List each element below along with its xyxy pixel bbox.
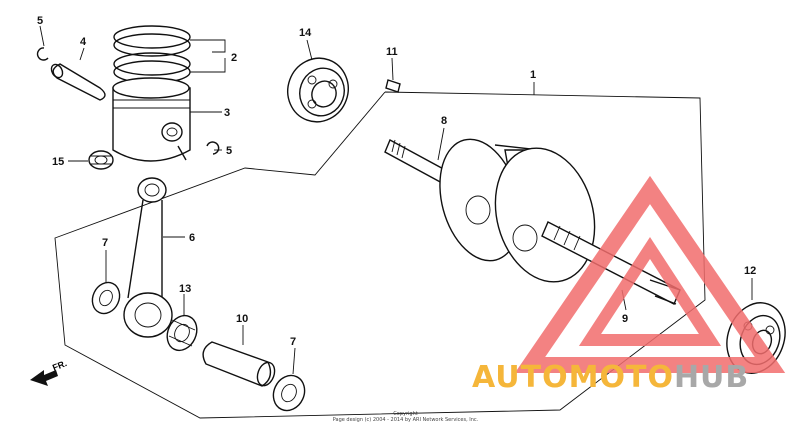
piston	[112, 77, 191, 162]
callout-4: 4	[80, 36, 87, 48]
callout-11: 11	[386, 46, 398, 58]
pin-clip-right	[206, 141, 220, 155]
leader-lines	[39, 25, 753, 375]
callout-13: 13	[179, 283, 191, 295]
piston-ring-set	[113, 25, 191, 84]
small-end-bearing	[88, 150, 114, 170]
front-direction-arrow: FR.	[30, 358, 68, 386]
copyright-line-1: Copyright	[393, 411, 418, 417]
piston-pin	[50, 63, 106, 101]
woodruff-key	[385, 79, 401, 93]
callout-5-top: 5	[37, 15, 43, 27]
thrust-washer-left	[91, 281, 121, 315]
callout-6: 6	[189, 232, 195, 244]
callout-3: 3	[224, 107, 230, 119]
callout-2: 2	[231, 52, 237, 64]
callout-9: 9	[622, 313, 628, 325]
callout-12: 12	[744, 265, 756, 277]
connecting-rod	[123, 177, 173, 338]
callout-15: 15	[52, 156, 64, 168]
copyright-notice: Copyright Page design (c) 2004 - 2014 by…	[318, 411, 493, 423]
watermark-moto: MOTO	[568, 360, 674, 395]
callout-8: 8	[441, 115, 447, 127]
watermark-logo	[514, 175, 786, 373]
front-label: FR.	[51, 358, 68, 373]
crankshaft	[384, 138, 681, 305]
callout-7-left: 7	[102, 237, 108, 249]
watermark-auto: AUTO	[472, 360, 569, 395]
big-end-bearing	[166, 314, 198, 352]
crank-pin	[202, 341, 276, 387]
callout-5-right: 5	[226, 145, 232, 157]
callout-14: 14	[299, 27, 312, 39]
bearing-14	[287, 57, 349, 123]
watermark-text: AUTOMOTOHUB	[472, 360, 749, 395]
callout-7-bottom: 7	[290, 336, 296, 348]
copyright-line-2: Page design (c) 2004 - 2014 by ARI Netwo…	[332, 417, 479, 423]
callout-1: 1	[530, 69, 536, 81]
callout-10: 10	[236, 313, 248, 325]
assembly-outline	[54, 91, 706, 419]
thrust-washer-right	[272, 374, 306, 412]
watermark-hub: HUB	[673, 360, 750, 395]
pin-clip-left	[36, 47, 49, 61]
